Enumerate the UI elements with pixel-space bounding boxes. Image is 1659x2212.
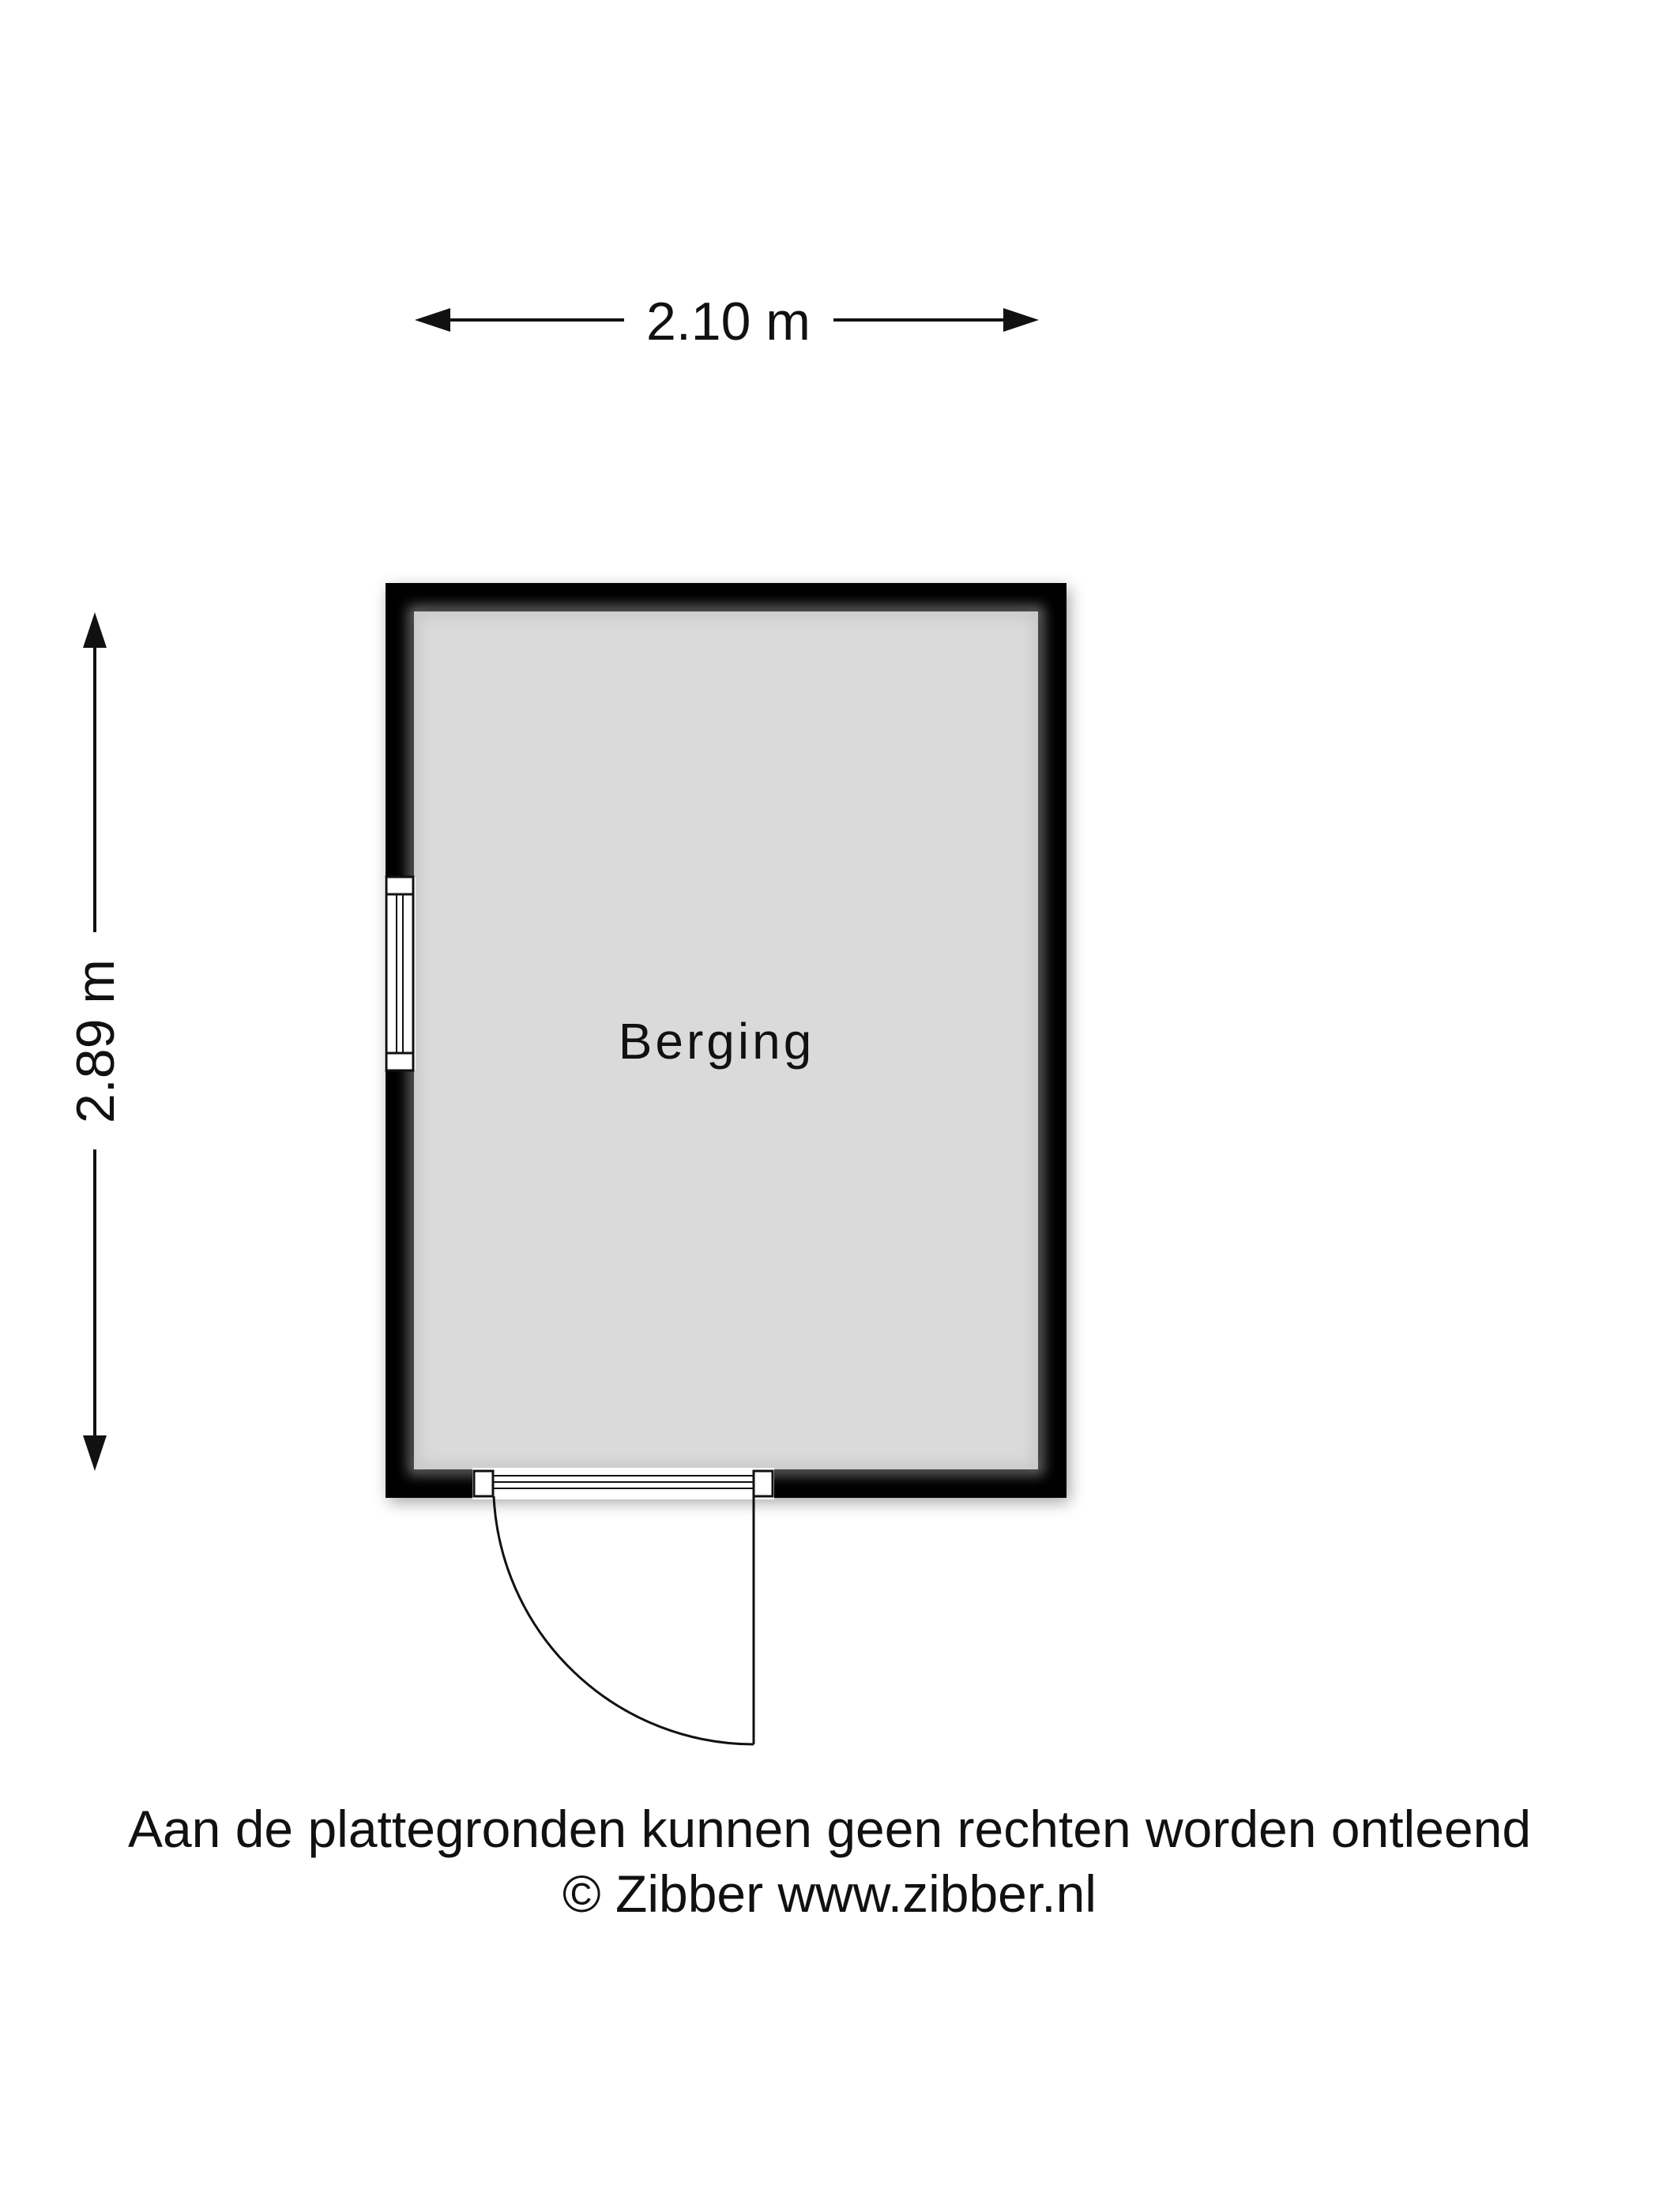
room-label: Berging: [619, 1013, 815, 1070]
height-dimension: 2.89 m: [66, 612, 126, 1471]
width-label: 2.10 m: [646, 292, 811, 352]
arrow-right-icon: [1003, 308, 1039, 332]
arrow-up-icon: [83, 612, 107, 648]
disclaimer-text: Aan de plattegronden kunnen geen rechten…: [127, 1800, 1532, 1858]
width-dimension: 2.10 m: [415, 292, 1039, 352]
door-bottom-wall: [472, 1468, 774, 1746]
window-left-wall: [384, 875, 416, 1072]
room-floor: [414, 611, 1038, 1469]
arrow-left-icon: [415, 308, 450, 332]
height-label: 2.89 m: [66, 959, 126, 1123]
copyright-text: © Zibber www.zibber.nl: [562, 1864, 1097, 1923]
arrow-down-icon: [83, 1435, 107, 1471]
room-berging: Berging: [384, 583, 1066, 1746]
door-swing-arc: [492, 1495, 754, 1746]
